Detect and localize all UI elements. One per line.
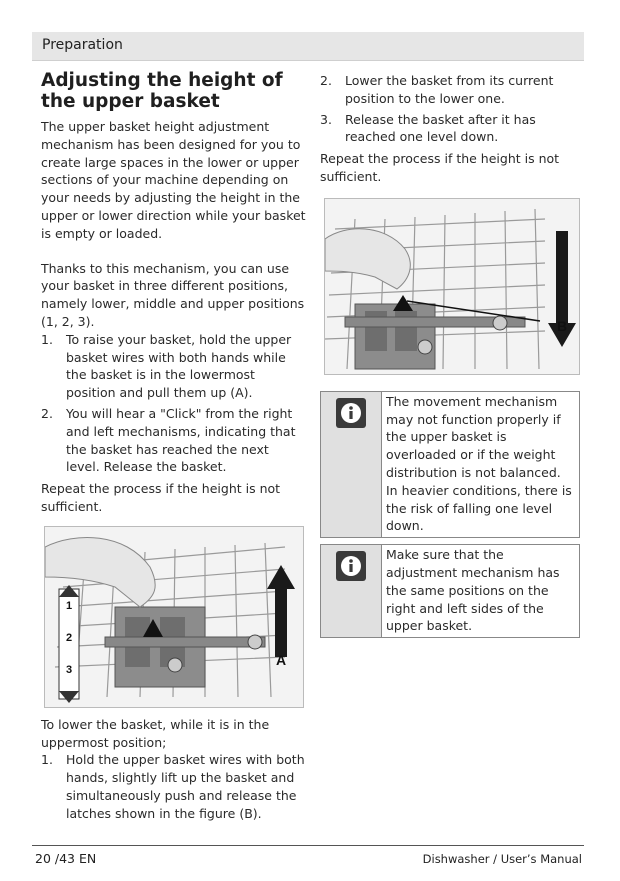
list-item: 2. Lower the basket from its current pos… xyxy=(320,73,554,106)
position-label: 2 xyxy=(66,632,72,644)
manual-title: Dishwasher / User’s Manual xyxy=(422,852,582,866)
position-label: 1 xyxy=(66,600,72,612)
figure-lower-basket: B xyxy=(324,197,580,375)
info-note-text: Make sure that the adjustment mechanism … xyxy=(386,547,560,634)
info-icon xyxy=(336,397,366,428)
intro-paragraph: The upper basket height adjustment mecha… xyxy=(41,119,306,241)
lower-steps-list: 1. Hold the upper basket wires with both… xyxy=(41,751,306,822)
figure-label-a: A xyxy=(276,652,286,668)
positions-paragraph: Thanks to this mechanism, you can use yo… xyxy=(41,260,305,329)
figure-label-b: B xyxy=(557,318,567,334)
info-note-text: The movement mechanism may not function … xyxy=(386,393,572,534)
position-label: 3 xyxy=(66,664,72,676)
page-title: Adjusting the height of the upper basket xyxy=(41,70,283,112)
list-item: 1. To raise your basket, hold the upper … xyxy=(41,331,292,401)
raise-steps-list: 1. To raise your basket, hold the upper … xyxy=(41,331,306,476)
repeat-note: Repeat the process if the height is not … xyxy=(320,151,560,184)
info-icon xyxy=(336,551,366,582)
basket-lower-illustration: B xyxy=(325,198,579,374)
page-number: 20 /43 EN xyxy=(35,851,97,866)
basket-raise-illustration: 1 2 3 A xyxy=(45,526,303,707)
footer-divider xyxy=(32,845,584,846)
figure-raise-basket: 1 2 3 A xyxy=(44,525,304,708)
info-note: The movement mechanism may not function … xyxy=(320,390,580,539)
header-bar: Preparation xyxy=(32,32,584,61)
list-item: 3. Release the basket after it has reach… xyxy=(320,111,536,145)
section-title: Preparation xyxy=(42,37,123,53)
right-column: 2. Lower the basket from its current pos… xyxy=(320,72,582,639)
list-item: 1. Hold the upper basket wires with both… xyxy=(41,752,305,821)
list-item: 2. You will hear a "Click" from the righ… xyxy=(41,405,296,475)
info-note: Make sure that the adjustment mechanism … xyxy=(320,544,580,639)
repeat-note: Repeat the process if the height is not … xyxy=(41,481,281,514)
left-column: Adjusting the height of the upper basket… xyxy=(41,70,306,823)
lower-steps-continued: 2. Lower the basket from its current pos… xyxy=(320,72,582,146)
lower-intro: To lower the basket, while it is in the … xyxy=(41,716,270,750)
